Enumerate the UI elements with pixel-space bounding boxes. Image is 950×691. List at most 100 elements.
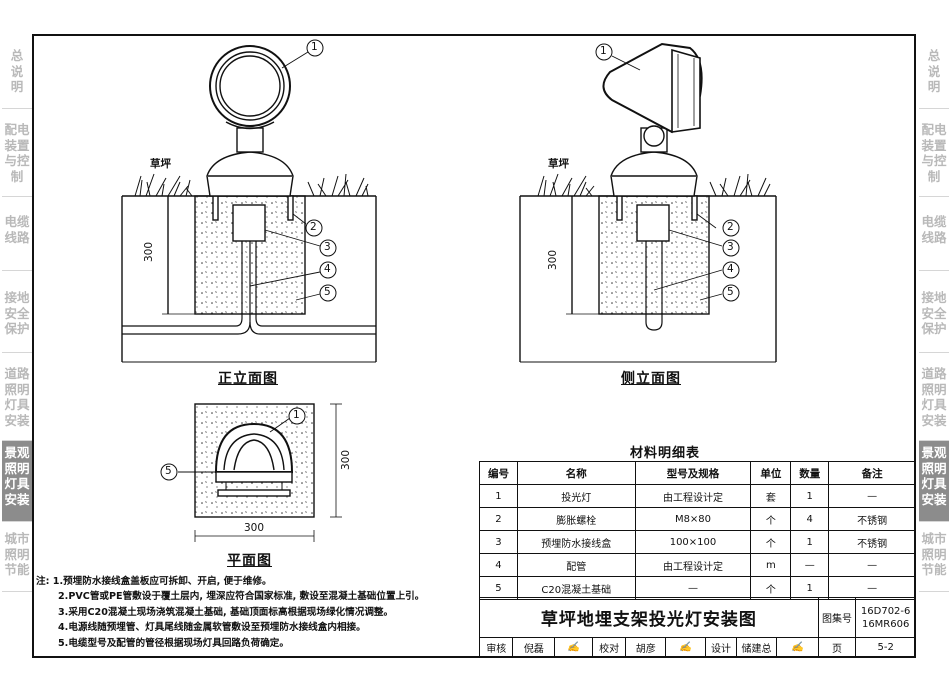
- callout-2: 2: [727, 221, 734, 233]
- side-tab-4[interactable]: 道路照明灯具安装: [919, 362, 949, 440]
- side-tab-divider: [2, 591, 32, 592]
- note-line: 3.采用C20混凝土现场浇筑混凝土基础, 基础顶面标高根据现场绿化情况调整。: [58, 606, 394, 618]
- side-tab-4[interactable]: 道路照明灯具安装: [2, 362, 32, 440]
- side-tab-label: 城市: [4, 531, 30, 546]
- side-tab-3[interactable]: 接地安全保护: [919, 286, 949, 352]
- side-tab-label: 说: [10, 63, 24, 79]
- side-tab-6[interactable]: 城市照明节能: [919, 527, 949, 591]
- side-tab-label: 节能: [4, 562, 30, 577]
- notes: 注: 1.预埋防水接线盒盖板应可拆卸、开启, 便于维修。 2.PVC管或PE管敷…: [36, 574, 424, 651]
- drawing-title: 草坪地埋支架投光灯安装图: [479, 597, 819, 638]
- side-tab-divider: [2, 196, 32, 197]
- table-cell: 配管: [516, 553, 636, 577]
- side-tab-label: 安装: [921, 412, 947, 428]
- callout-circles: [160, 39, 740, 481]
- side-tab-2[interactable]: 电缆线路: [2, 210, 32, 270]
- side-tab-0[interactable]: 总说明: [919, 44, 949, 108]
- side-tab-label: 照明: [921, 381, 947, 397]
- side-tab-divider: [919, 521, 949, 522]
- side-tab-label: 保护: [4, 321, 30, 336]
- side-tab-divider: [919, 108, 949, 109]
- design-label: 设计: [704, 637, 738, 657]
- review-signature: ✍: [554, 637, 593, 657]
- header-cell: 名称: [516, 461, 636, 485]
- side-tab-divider: [919, 196, 949, 197]
- side-tab-label: 明: [927, 79, 941, 94]
- side-tab-label: 配电: [4, 122, 30, 137]
- side-tab-label: 照明: [4, 460, 30, 476]
- table-cell: C20混凝土基础: [516, 576, 636, 600]
- side-tab-divider: [2, 521, 32, 522]
- table-header-row: 编号 名称 型号及规格 单位 数量 备注: [479, 461, 916, 485]
- side-tab-label: 节能: [921, 562, 947, 577]
- side-tab-divider: [2, 440, 32, 441]
- side-tab-label: 总: [10, 48, 24, 63]
- side-tab-label: 说: [927, 63, 941, 79]
- callout-3: 3: [324, 241, 331, 253]
- side-tab-label: 安全: [921, 305, 947, 321]
- header-cell: 备注: [828, 461, 916, 485]
- side-tab-label: 城市: [921, 531, 947, 546]
- table-cell: 个: [750, 530, 792, 554]
- side-tab-label: 装置: [921, 137, 947, 153]
- side-tab-label: 照明: [4, 546, 30, 562]
- side-tab-label: 装置: [4, 137, 30, 153]
- dim-300-plan-v: 300: [340, 449, 352, 470]
- grass-label: 草坪: [548, 158, 569, 170]
- side-tab-label: 制: [927, 168, 941, 184]
- side-tab-label: 道路: [4, 366, 30, 381]
- callout-3: 3: [727, 241, 734, 253]
- plan-view-title: 平面图: [227, 553, 272, 569]
- grass-side: [537, 173, 771, 197]
- side-tab-label: 电缆: [921, 214, 947, 229]
- table-cell: 投光灯: [516, 484, 636, 508]
- side-tab-divider: [2, 108, 32, 109]
- side-elevation: [519, 42, 777, 363]
- side-tab-label: 安装: [921, 491, 947, 507]
- table-cell: —: [790, 553, 830, 577]
- front-elevation: [121, 45, 377, 363]
- side-tab-label: 电缆: [4, 214, 30, 229]
- dim-300-plan-h: 300: [244, 522, 265, 534]
- table-cell: —: [828, 484, 916, 508]
- side-tab-3[interactable]: 接地安全保护: [2, 286, 32, 352]
- side-tab-2[interactable]: 电缆线路: [919, 210, 949, 270]
- header-cell: 单位: [750, 461, 792, 485]
- side-tab-5[interactable]: 景观照明灯具安装: [2, 441, 32, 521]
- side-tab-5[interactable]: 景观照明灯具安装: [919, 441, 949, 521]
- side-tab-label: 灯具: [921, 476, 947, 491]
- atlas-number-1: 16D702-6: [860, 605, 911, 617]
- callout-4: 4: [727, 263, 734, 275]
- dim-300-front: 300: [143, 241, 155, 262]
- side-tab-label: 配电: [921, 122, 947, 137]
- table-cell: —: [828, 553, 916, 577]
- table-cell: 1: [479, 484, 518, 508]
- callout-1: 1: [311, 41, 318, 53]
- side-tab-6[interactable]: 城市照明节能: [2, 527, 32, 591]
- side-tab-1[interactable]: 配电装置与控制: [919, 118, 949, 196]
- side-tab-divider: [919, 591, 949, 592]
- drawing-frame: [32, 34, 916, 658]
- side-tab-label: 照明: [921, 546, 947, 562]
- side-elevation-title: 侧立面图: [621, 371, 681, 387]
- callout-5: 5: [165, 465, 172, 477]
- side-tab-label: 景观: [921, 445, 947, 460]
- side-tab-divider: [919, 440, 949, 441]
- table-cell: 5: [479, 576, 518, 600]
- table-cell: 不锈钢: [828, 507, 916, 531]
- side-tab-divider: [919, 352, 949, 353]
- side-tab-label: 景观: [4, 445, 30, 460]
- table-cell: 3: [479, 530, 518, 554]
- side-tab-label: 与控: [921, 153, 947, 168]
- side-tab-label: 照明: [921, 460, 947, 476]
- table-cell: 1: [790, 484, 830, 508]
- side-tab-1[interactable]: 配电装置与控制: [2, 118, 32, 196]
- side-tab-divider: [919, 270, 949, 271]
- header-cell: 型号及规格: [634, 461, 752, 485]
- side-tab-0[interactable]: 总说明: [2, 44, 32, 108]
